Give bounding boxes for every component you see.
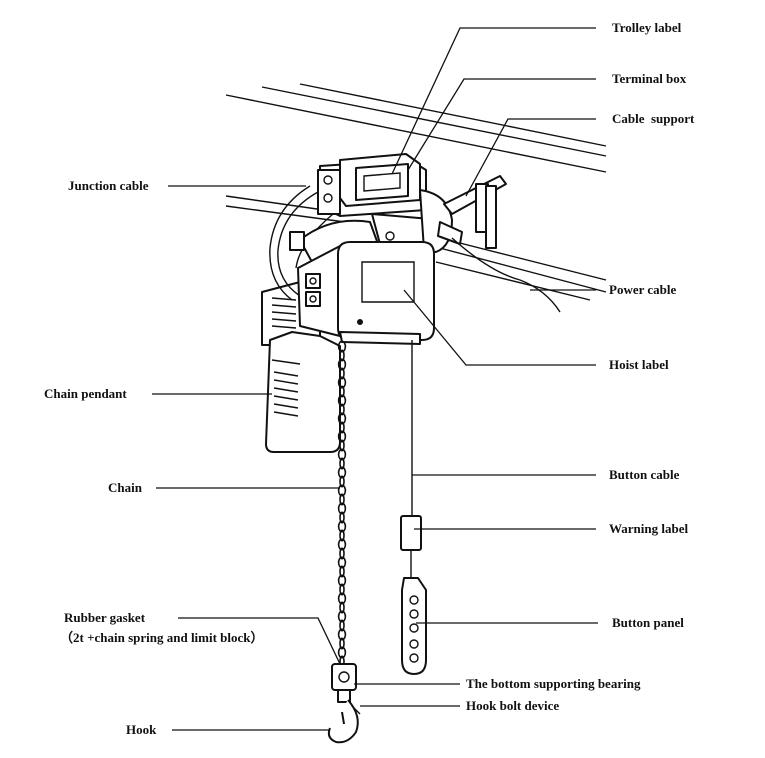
chain-shape	[337, 340, 347, 668]
chain-link	[339, 439, 345, 452]
chain-link	[337, 376, 347, 389]
chain-link	[337, 484, 347, 497]
chain-link	[337, 358, 347, 371]
chain-link	[337, 592, 347, 605]
label-hoist-label: Hoist label	[609, 357, 669, 372]
chain-link	[339, 349, 345, 362]
chain-link	[339, 367, 345, 380]
chain-link	[337, 340, 347, 353]
chain-link	[339, 475, 345, 488]
power-cable-shape	[451, 237, 561, 313]
label-hook-bolt-device: Hook bolt device	[466, 698, 559, 713]
chain-link	[337, 628, 347, 641]
label-warning-label: Warning label	[609, 521, 688, 536]
chain-link	[339, 601, 345, 614]
chain-link	[337, 394, 347, 407]
cable-support-shape	[437, 175, 507, 249]
chain-link	[337, 538, 347, 551]
chain-link	[337, 646, 347, 659]
label-button-cable: Button cable	[609, 467, 680, 482]
chain-link	[339, 583, 345, 596]
chain-link	[337, 556, 347, 569]
chain-link	[337, 412, 347, 425]
trolley-frame	[289, 189, 453, 263]
chain-link	[337, 574, 347, 587]
chain-link	[339, 529, 345, 542]
hook-shape	[327, 663, 361, 744]
label-bottom-supporting-bearing: The bottom supporting bearing	[466, 676, 641, 691]
label-trolley-label: Trolley label	[612, 20, 682, 35]
chain-link	[337, 466, 347, 479]
label-rubber-gasket: Rubber gasket	[64, 610, 146, 625]
leader-lines	[152, 27, 598, 731]
chain-link	[339, 511, 345, 524]
i-beam-rail	[225, 83, 607, 301]
chain-link	[339, 403, 345, 416]
chain-link	[339, 421, 345, 434]
chain-link	[339, 457, 345, 470]
chain-link	[339, 565, 345, 578]
chain-link	[339, 547, 345, 560]
label-junction-cable: Junction cable	[68, 178, 149, 193]
chain-link	[339, 493, 345, 506]
chain-link	[337, 502, 347, 515]
label-cable-support: Cable support	[612, 111, 695, 126]
label-rubber-gasket-note: （2t +chain spring and limit block）	[60, 630, 264, 645]
label-hook: Hook	[126, 722, 157, 737]
button-cable-shape	[400, 340, 422, 578]
label-power-cable: Power cable	[609, 282, 676, 297]
chain-link	[337, 610, 347, 623]
chain-link	[337, 430, 347, 443]
chain-link	[339, 385, 345, 398]
terminal-box-shape	[317, 153, 427, 217]
chain-link	[337, 448, 347, 461]
hoist-body-shape	[297, 241, 435, 345]
chain-link	[339, 619, 345, 632]
label-terminal-box: Terminal box	[612, 71, 687, 86]
label-chain-pendant: Chain pendant	[44, 386, 127, 401]
label-chain: Chain	[108, 480, 143, 495]
chain-link	[339, 637, 345, 650]
chain-link	[337, 520, 347, 533]
label-button-panel: Button panel	[612, 615, 684, 630]
button-panel-shape	[401, 577, 427, 675]
